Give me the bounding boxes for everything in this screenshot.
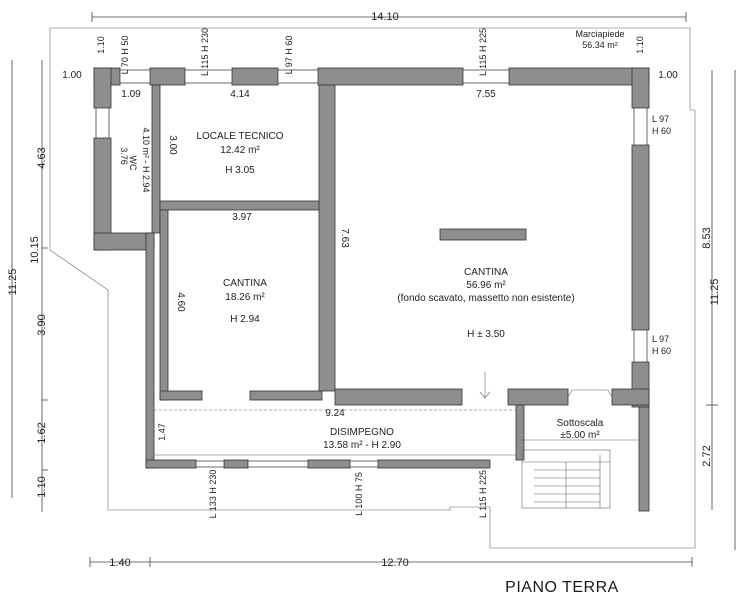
dim-wc-width: 1.09 (121, 89, 141, 100)
page-title: PIANO TERRA (505, 579, 619, 596)
dim-wc-height: 3.76 (119, 147, 129, 165)
cantina-small-name: CANTINA (223, 278, 267, 289)
locale-tecnico-height: H 3.05 (225, 165, 255, 176)
dim-right-outer: 11.25 (709, 279, 721, 306)
marciapiede-area: 56.34 m² (582, 40, 618, 50)
dim-corridor-width: 9.24 (325, 408, 345, 419)
cantina-big-name: CANTINA (464, 267, 508, 278)
dim-left-c: 1.62 (36, 422, 48, 443)
dim-right-top-small: 1.00 (658, 70, 678, 81)
dim-corridor-height: 1.47 (157, 423, 167, 441)
window-label-2: L 115 H 230 (200, 28, 210, 76)
locale-tecnico-name: LOCALE TECNICO (196, 131, 283, 142)
walls (93, 67, 650, 512)
wc-name: WC (128, 156, 138, 171)
marciapiede-name: Marciapiede (575, 29, 624, 39)
window-label-7: L 133 H 230 (208, 470, 218, 519)
sottoscala-area: ±5.00 m² (560, 430, 600, 441)
cantina-small-area: 18.26 m² (225, 292, 265, 303)
dim-left-a: 4.63 (36, 147, 48, 168)
dim-left-top-small: 1.00 (62, 70, 82, 81)
cantina-big-note: (fondo scavato, massetto non esistente) (397, 293, 574, 304)
dim-bottom-left: 1.40 (109, 557, 130, 569)
wc-area: 4.10 m² - H 2.94 (141, 127, 151, 192)
window-label-8: L 100 H 75 (354, 472, 364, 516)
dim-right-b: 2.72 (701, 445, 713, 466)
dim-left-mid: 10.15 (29, 236, 41, 264)
dim-left-outer: 11.25 (7, 269, 19, 296)
sottoscala-name: Sottoscala (557, 418, 604, 429)
disimpegno-area: 13.58 m² - H 2.90 (323, 440, 401, 451)
staircase (521, 449, 611, 509)
dim-right-a: 8.53 (701, 227, 713, 248)
cantina-small-height: H 2.94 (230, 314, 260, 325)
corridor-lines (154, 372, 639, 456)
dim-top-right-small: 1.10 (635, 36, 645, 54)
dim-lt-height: 3.00 (167, 135, 178, 155)
window-frames (95, 69, 648, 468)
window-label-6a: L 97 (652, 334, 669, 344)
marciapiede-outline (49, 27, 696, 549)
dim-top-left-small: 1.10 (96, 36, 106, 54)
disimpegno-name: DISIMPEGNO (330, 427, 394, 438)
window-label-5a: L 97 (652, 114, 669, 124)
dim-lt-width: 4.14 (230, 89, 250, 100)
dim-top-total: 14.10 (371, 11, 399, 23)
window-label-3: L 97 H 60 (284, 36, 294, 75)
dim-cantina-small-height: 4.60 (175, 292, 186, 312)
window-label-6b: H 60 (652, 346, 671, 356)
cantina-big-area: 56.96 m² (466, 280, 506, 291)
dim-cantina-big-width: 7.55 (476, 89, 496, 100)
window-label-1: L 70 H 50 (120, 36, 130, 75)
window-label-4: L 115 H 225 (478, 28, 488, 76)
dim-left-d: 1.10 (36, 476, 48, 497)
dim-cantina-small-width: 3.97 (232, 212, 252, 223)
dim-left-b: 3.90 (36, 314, 48, 335)
dim-cantina-big-height: 7.63 (339, 228, 350, 248)
window-label-9: L 115 H 225 (478, 470, 488, 518)
cantina-big-height: H ± 3.50 (467, 329, 505, 340)
window-label-5b: H 60 (652, 126, 671, 136)
locale-tecnico-area: 12.42 m² (220, 145, 260, 156)
dim-bottom-total: 12.70 (381, 557, 409, 569)
dimension-lines (11, 12, 736, 567)
